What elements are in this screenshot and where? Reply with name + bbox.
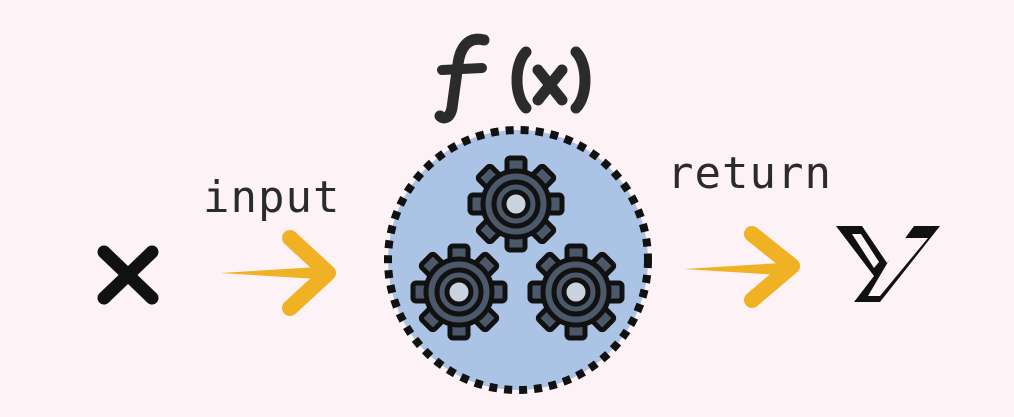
gear-icon [530, 246, 622, 338]
input-x-symbol [97, 245, 159, 305]
gear-icon [413, 246, 505, 338]
input-label: input [203, 172, 341, 223]
output-y-symbol [836, 226, 940, 302]
input-arrow [220, 230, 336, 316]
function-title [434, 33, 591, 124]
return-label: return [667, 148, 832, 199]
output-arrow [684, 226, 800, 308]
gear-icon [470, 158, 562, 250]
function-f-glyph [434, 33, 490, 124]
